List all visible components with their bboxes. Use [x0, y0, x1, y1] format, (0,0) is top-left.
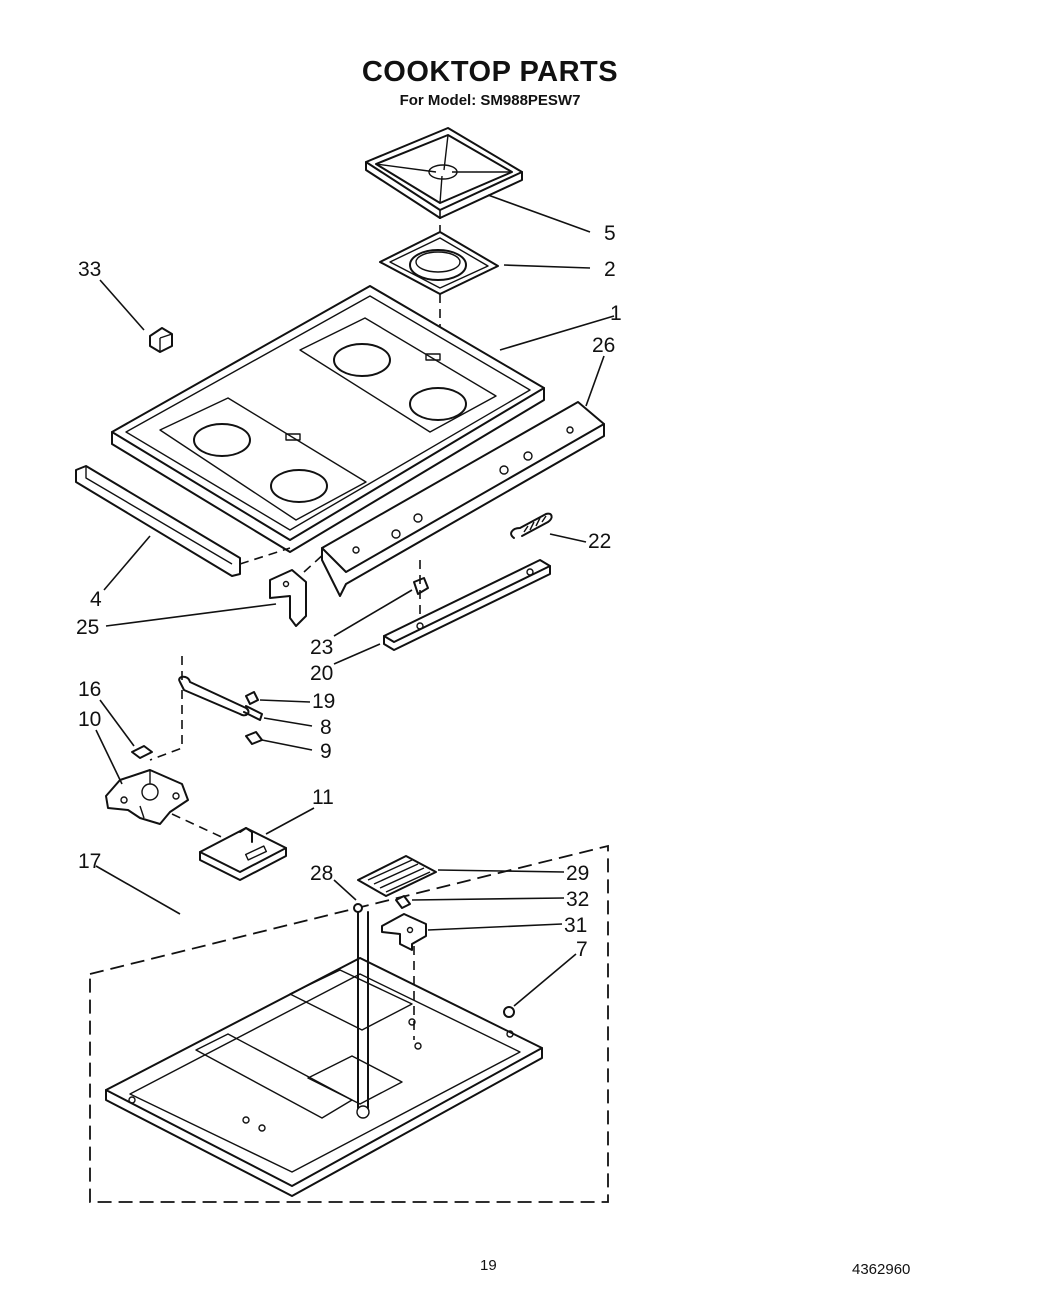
callout-19: 19 — [312, 690, 335, 713]
callout-29: 29 — [566, 862, 589, 885]
part-burner-bracket — [381, 913, 427, 951]
part-burner-bowl — [379, 231, 499, 295]
page-title: COOKTOP PARTS — [361, 56, 619, 88]
callout-33: 33 — [78, 258, 101, 281]
part-small-clip — [395, 895, 411, 909]
part-grate — [365, 127, 523, 219]
part-front-trim — [75, 465, 241, 577]
callout-23: 23 — [310, 636, 333, 659]
part-valve-bracket — [199, 827, 287, 881]
model-subtitle: For Model: SM988PESW7 — [399, 92, 581, 109]
callout-11: 11 — [312, 786, 334, 809]
callout-20: 20 — [310, 662, 333, 685]
callout-32: 32 — [566, 888, 589, 911]
part-screw — [353, 903, 370, 1119]
part-valve — [105, 769, 189, 825]
page-number: 19 — [480, 1257, 497, 1274]
callout-25: 25 — [76, 616, 99, 639]
callout-2: 2 — [604, 258, 616, 281]
callout-31: 31 — [564, 914, 587, 937]
callout-26: 26 — [592, 334, 615, 357]
callout-10: 10 — [78, 708, 101, 731]
document-number: 4362960 — [852, 1261, 911, 1278]
burner-base-group-box — [89, 844, 609, 1203]
callout-labels: 5 2 1 26 33 22 4 25 23 20 16 10 19 8 9 1… — [76, 222, 622, 961]
callout-5: 5 — [604, 222, 616, 245]
callout-8: 8 — [320, 716, 332, 739]
part-manifold-panel — [321, 401, 605, 597]
part-mount-bracket — [413, 577, 429, 595]
part-cooktop-panel — [111, 285, 545, 553]
part-spring-clip — [131, 745, 153, 759]
part-support-bar — [383, 559, 551, 651]
callout-17: 17 — [78, 850, 101, 873]
part-bracket — [269, 569, 307, 627]
leader-lines — [95, 194, 615, 1007]
callout-7: 7 — [576, 938, 588, 961]
part-grille — [357, 855, 437, 897]
callout-16: 16 — [78, 678, 101, 701]
part-spring — [510, 512, 553, 539]
part-valve-tube — [178, 656, 263, 745]
callout-22: 22 — [588, 530, 611, 553]
callout-28: 28 — [310, 862, 333, 885]
part-burner-base — [105, 957, 543, 1197]
part-nut — [503, 1006, 515, 1018]
part-clip — [149, 327, 173, 353]
callout-9: 9 — [320, 740, 332, 763]
callout-4: 4 — [90, 588, 102, 611]
callout-1: 1 — [610, 302, 622, 325]
